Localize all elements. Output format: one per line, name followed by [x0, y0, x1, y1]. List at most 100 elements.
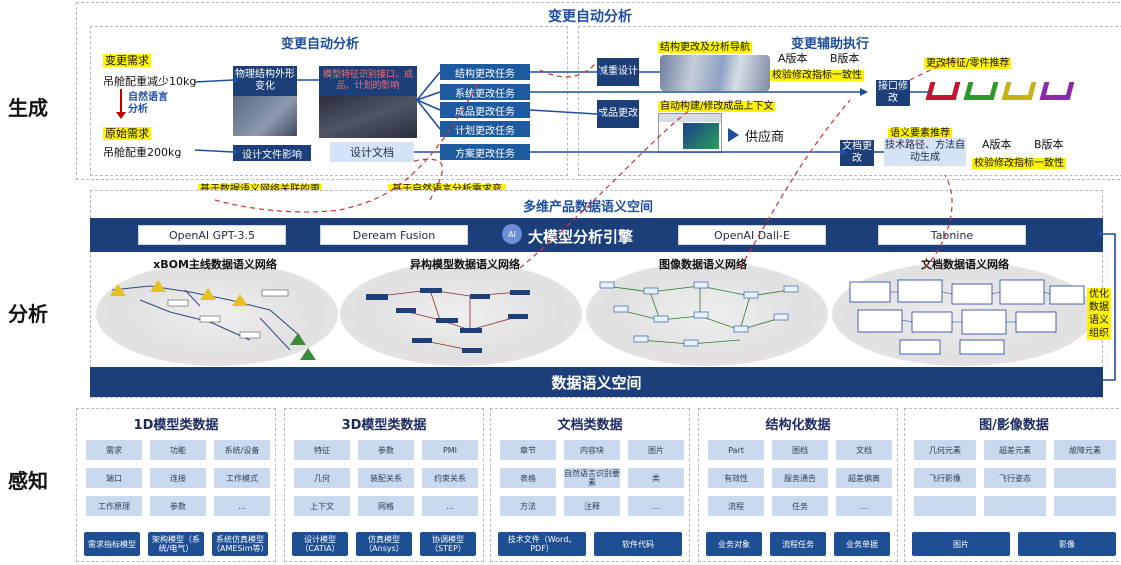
optimize-label-text: 优化数据语义组织 [1087, 288, 1111, 340]
supplier-label: 供应商 [745, 130, 785, 145]
perception-panel-title: 3D模型类数据 [341, 418, 427, 433]
doc-network-title: 文档数据语义网络 [921, 258, 1009, 271]
model-gpt[interactable]: OpenAI GPT-3.5 [138, 225, 286, 245]
version-a-label: A版本 [778, 52, 808, 65]
data-element-cell: 任务 [772, 496, 828, 516]
xbom-network-title: xBOM主线数据语义网络 [153, 258, 277, 271]
structure-thumbnail [233, 96, 297, 136]
perception-panel-title: 图/影像数据 [979, 418, 1049, 433]
structure-nav-label: 结构更改及分析导航 [658, 38, 752, 53]
model-type-tag: 流程任务 [770, 532, 826, 556]
data-element-cell: 章节 [500, 440, 556, 460]
model-type-tag: 需求指标模型 [84, 532, 140, 556]
data-element-cell: 超差元素 [984, 440, 1046, 460]
data-element-cell: PMI [422, 440, 478, 460]
data-element-cell: 工作原理 [86, 496, 142, 516]
model-type-tag: 软件代码 [594, 532, 682, 556]
data-element-cell: 端口 [86, 468, 142, 488]
xbom-nodes [110, 280, 316, 360]
data-element-cell: 特征 [294, 440, 350, 460]
task-plan: 计划更改任务 [440, 121, 530, 137]
perception-panel-title: 文档类数据 [557, 418, 623, 433]
data-element-cell: 飞行影像 [914, 468, 976, 488]
data-element-cell: ... [422, 496, 478, 516]
model-type-tag: 影像 [1018, 532, 1116, 556]
change-request-text: 吊舱配重减少10kg [103, 75, 197, 88]
data-element-cell [1054, 468, 1116, 488]
data-element-cell: 自然语言识别要素 [564, 468, 620, 488]
structure-nav-label-text: 结构更改及分析导航 [658, 42, 752, 53]
data-element-cell: 功能 [150, 440, 206, 460]
flow-arrows [194, 71, 930, 153]
version-a2-label: A版本 [982, 138, 1012, 151]
data-semantic-space-title: 数据语义空间 [551, 373, 642, 392]
model-dalle[interactable]: OpenAI Dall-E [678, 225, 826, 245]
semantic-rec-label-text: 语义要素推荐 [888, 128, 952, 139]
data-element-cell [914, 496, 976, 516]
model-type-tag: 图片 [912, 532, 1010, 556]
right-loop-arrow [1103, 233, 1116, 381]
model-type-tag: 仿真模型（Ansys） [356, 532, 412, 556]
row-label-analyze: 分析 [8, 302, 48, 326]
nlp-label: 自然语言分析 [128, 92, 168, 115]
data-semantic-space-bar: 数据语义空间 [90, 367, 1103, 397]
data-element-cell: 注释 [564, 496, 620, 516]
row-label-perceive: 感知 [8, 469, 48, 493]
model-tabnine[interactable]: Tabnine [878, 225, 1026, 245]
data-element-cell: 需求 [86, 440, 142, 460]
tech-route-box: 技术路径、方法自动生成 [884, 138, 966, 166]
ai-icon: AI [502, 224, 522, 244]
data-element-cell: ... [214, 496, 270, 516]
model-type-tag: 系统仿真模型（AMESim等） [212, 532, 269, 556]
generate-panel-title: 变更自动分析 [548, 9, 632, 25]
consistency-check-2: 校验修改指标一致性 [972, 154, 1066, 169]
task-system: 系统更改任务 [440, 84, 530, 100]
data-element-cell: 内容块 [564, 440, 620, 460]
data-element-cell: 系统/设备 [214, 440, 270, 460]
row-label-generate: 生成 [8, 96, 48, 120]
data-element-cell: 连接 [150, 468, 206, 488]
data-element-cell: 飞行姿态 [984, 468, 1046, 488]
parts-render-image [660, 55, 770, 91]
flow-arrowheads [233, 68, 868, 156]
data-element-cell: 工作模式 [214, 468, 270, 488]
original-request-text: 吊舱配重200kg [103, 146, 182, 159]
data-element-cell: ... [628, 496, 684, 516]
feature-rec-label: 更改特征/零件推荐 [924, 54, 1012, 69]
software-screenshot-plot [683, 123, 719, 149]
data-element-cell: 流程 [708, 496, 764, 516]
version-b2-label: B版本 [1034, 138, 1064, 151]
hetero-network-title: 异构模型数据语义网络 [410, 258, 520, 271]
image-network-title: 图像数据语义网络 [659, 258, 747, 271]
data-element-cell [984, 496, 1046, 516]
feature-recognition-box: 模型特征识别接口、成品、计划的影响 [319, 66, 417, 96]
design-document-box: 设计文档 [330, 142, 414, 162]
model-dream-fusion[interactable]: Deream Fusion [320, 225, 468, 245]
change-request-label: 变更需求 [103, 52, 151, 68]
data-element-cell: 图片 [628, 440, 684, 460]
data-element-cell: 上下文 [294, 496, 350, 516]
data-element-cell: 几何 [294, 468, 350, 488]
consistency-check-1: 校验修改指标一致性 [770, 66, 864, 81]
doc-lines [890, 291, 1051, 323]
version-b-label: B版本 [830, 52, 860, 65]
image-nodes [599, 281, 799, 347]
consistency-check-2-text: 校验修改指标一致性 [972, 158, 1066, 169]
product-change-box: 成品更改 [597, 100, 639, 128]
data-element-cell: 方法 [500, 496, 556, 516]
data-element-cell: 超差偏离 [836, 468, 892, 488]
data-element-cell: ... [836, 496, 892, 516]
design-file-impact-box: 设计文件影响 [233, 145, 311, 161]
data-element-cell: 故障元素 [1054, 440, 1116, 460]
data-element-cell: 文档 [836, 440, 892, 460]
physical-structure-box: 物理结构外形变化 [233, 66, 297, 96]
data-element-cell: 类 [628, 468, 684, 488]
task-product: 成品更改任务 [440, 102, 530, 118]
data-element-cell: 网格 [358, 496, 414, 516]
task-scheme: 方案更改任务 [440, 144, 530, 160]
auto-build-label: 自动构建/修改成品上下文 [658, 97, 776, 112]
original-request-label-text: 原始需求 [103, 127, 151, 140]
data-element-cell: 图档 [772, 440, 828, 460]
model-type-tag: 设计模型（CATIA） [292, 532, 348, 556]
